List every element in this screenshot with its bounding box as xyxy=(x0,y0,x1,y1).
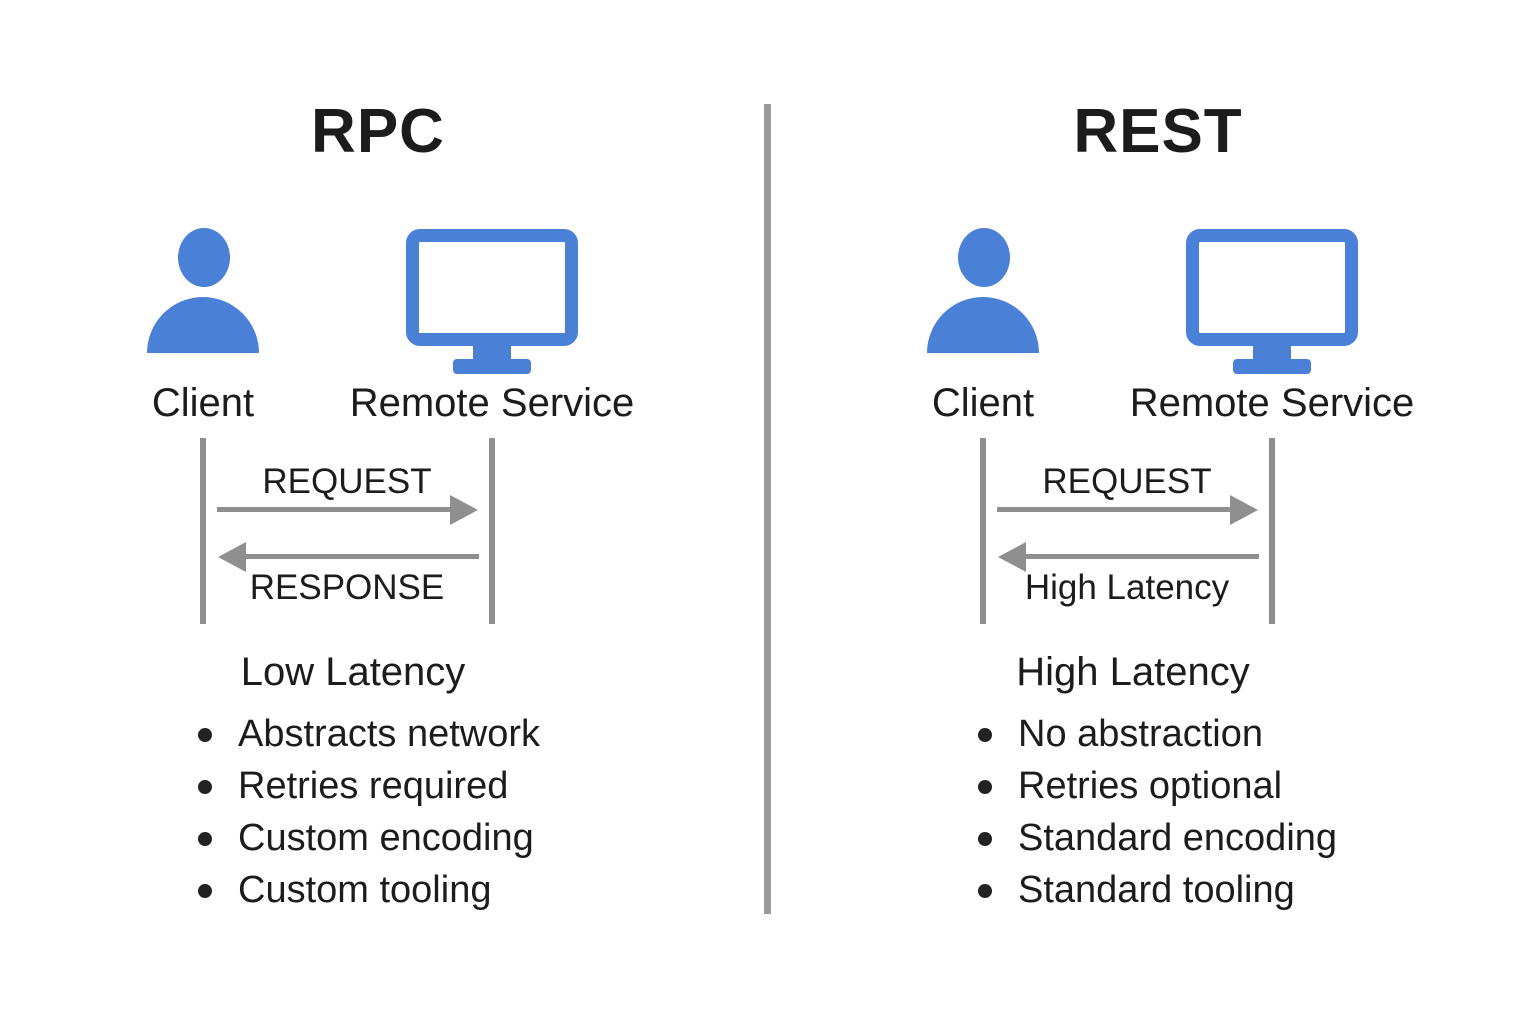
service-lifeline xyxy=(1269,438,1275,624)
monitor-base-shape xyxy=(1233,359,1311,374)
response-arrow xyxy=(1025,554,1259,559)
rpc-bullet-list: Abstracts network Retries required Custo… xyxy=(198,708,540,916)
center-divider xyxy=(764,104,771,914)
person-body-shape xyxy=(147,297,259,353)
request-label: REQUEST xyxy=(262,462,432,501)
monitor-frame-shape xyxy=(406,229,578,346)
person-head-shape xyxy=(958,228,1010,287)
panel-title-rest: REST xyxy=(1073,97,1243,166)
list-item: Custom tooling xyxy=(198,864,540,916)
service-lifeline xyxy=(489,438,495,624)
remote-service-label: Remote Service xyxy=(349,381,635,425)
person-head-shape xyxy=(178,228,230,287)
list-item: Abstracts network xyxy=(198,708,540,760)
request-arrowhead-icon xyxy=(1230,495,1258,525)
client-lifeline xyxy=(980,438,986,624)
request-label: REQUEST xyxy=(1042,462,1212,501)
client-label: Client xyxy=(931,381,1035,425)
latency-summary: Low Latency xyxy=(240,650,466,694)
rest-bullet-list: No abstraction Retries optional Standard… xyxy=(978,708,1337,916)
panel-rpc: RPC Client Remote Service REQUEST RESPON… xyxy=(28,0,728,1024)
request-arrow xyxy=(217,507,450,512)
latency-summary: High Latency xyxy=(1016,650,1250,694)
person-body-shape xyxy=(927,297,1039,353)
response-arrow xyxy=(245,554,479,559)
panel-rest: REST Client Remote Service REQUEST High … xyxy=(808,0,1508,1024)
response-arrowhead-icon xyxy=(998,542,1026,572)
monitor-frame-shape xyxy=(1186,229,1358,346)
client-lifeline xyxy=(200,438,206,624)
monitor-neck-shape xyxy=(1253,344,1291,361)
panel-title-rpc: RPC xyxy=(311,97,445,166)
response-arrowhead-icon xyxy=(218,542,246,572)
response-label: RESPONSE xyxy=(249,568,445,607)
client-label: Client xyxy=(151,381,255,425)
list-item: Standard encoding xyxy=(978,812,1337,864)
request-arrow xyxy=(997,507,1230,512)
list-item: Retries required xyxy=(198,760,540,812)
remote-service-label: Remote Service xyxy=(1129,381,1415,425)
list-item: Retries optional xyxy=(978,760,1337,812)
monitor-base-shape xyxy=(453,359,531,374)
response-label: High Latency xyxy=(1024,568,1230,607)
list-item: Custom encoding xyxy=(198,812,540,864)
request-arrowhead-icon xyxy=(450,495,478,525)
list-item: No abstraction xyxy=(978,708,1337,760)
monitor-neck-shape xyxy=(473,344,511,361)
list-item: Standard tooling xyxy=(978,864,1337,916)
